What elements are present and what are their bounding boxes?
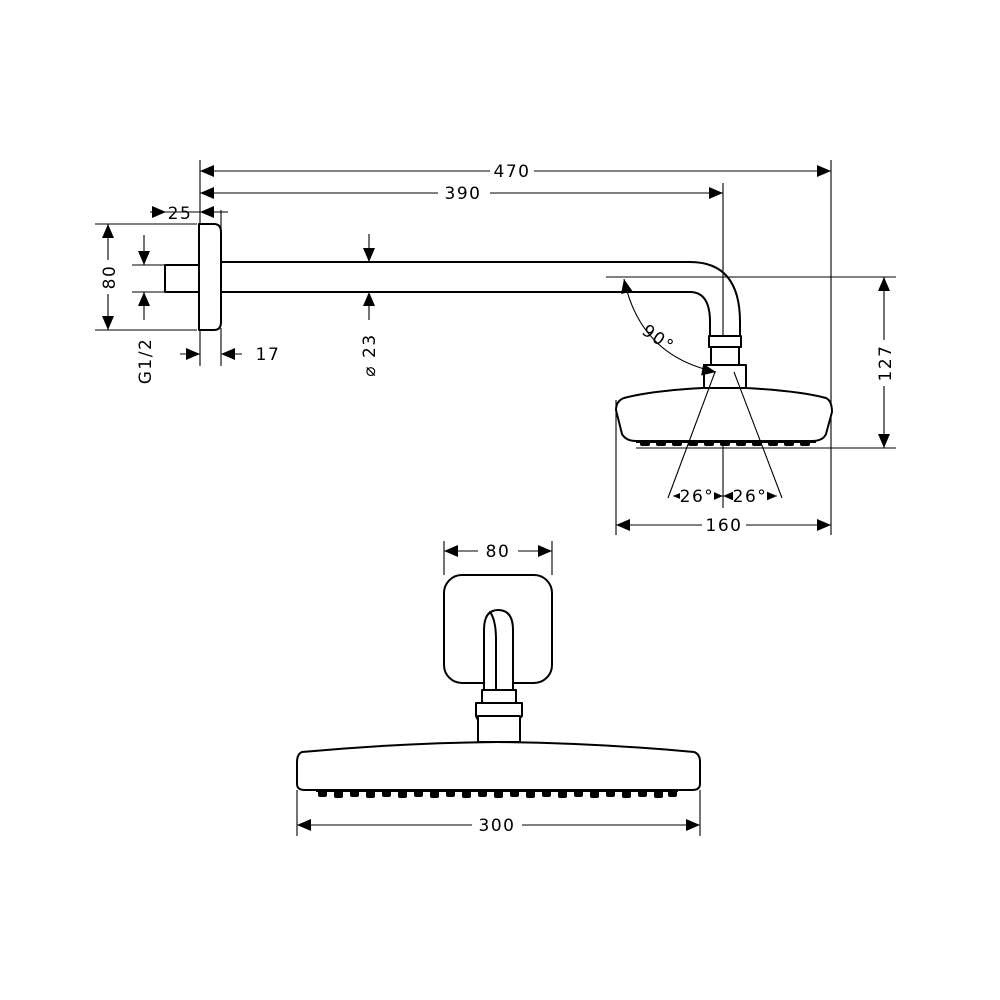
dimension-160: 160 [616, 514, 831, 536]
dimension-80-front: 80 [444, 540, 552, 562]
dim-spray-angle-right: 26° [733, 487, 768, 507]
dim-spray-angle-left: 26° [680, 487, 715, 507]
dimension-17: 17 [180, 345, 281, 365]
front-view: 80 [296, 540, 701, 836]
swivel-joint-front [475, 689, 523, 743]
dim-head-width: 300 [479, 816, 516, 836]
dim-arm-length: 390 [445, 184, 482, 204]
dimension-390: 390 [200, 182, 723, 204]
dim-head-diameter: 160 [706, 516, 743, 536]
shower-arm [220, 261, 741, 337]
dimension-thread: G1/2 [136, 235, 156, 384]
dimension-pipe-diameter: ⌀ 23 [360, 234, 380, 377]
dimension-25: 25 [150, 204, 228, 224]
shower-head-side [615, 387, 833, 442]
spray-angle-lines [667, 371, 783, 499]
shower-head-front [296, 741, 701, 791]
angle-arc [623, 278, 717, 373]
dim-head-height: 127 [876, 345, 896, 382]
dimension-127: 127 [874, 277, 896, 448]
dim-rosette-width: 80 [486, 542, 511, 562]
shower-arm-front [483, 609, 514, 697]
dimension-spray-angles: 26° 26° [673, 486, 777, 507]
extension-lines [95, 160, 896, 535]
side-view: 470 390 25 80 [95, 160, 896, 536]
nozzle-row-front [316, 789, 678, 798]
dim-pipe-diameter: ⌀ 23 [360, 333, 380, 376]
dim-angle-90: 90° [638, 321, 678, 357]
swivel-joint [703, 335, 747, 389]
thread-stub [164, 264, 200, 293]
dimension-300: 300 [297, 814, 700, 836]
dim-wall-offset: 17 [256, 345, 281, 365]
dimension-80-side: 80 [98, 224, 120, 330]
dim-rosette-depth: 25 [168, 204, 193, 224]
dim-rosette-height: 80 [100, 265, 120, 290]
dim-thread-size: G1/2 [136, 338, 156, 385]
dim-overall-length: 470 [494, 162, 531, 182]
wall-rosette [198, 223, 222, 331]
nozzle-row-side [636, 440, 816, 446]
dimension-470: 470 [200, 160, 831, 182]
